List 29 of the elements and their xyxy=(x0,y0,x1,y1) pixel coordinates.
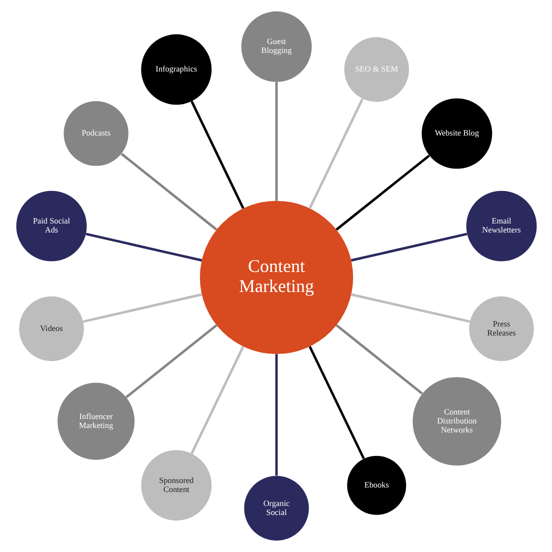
node-circle: Email Newsletters xyxy=(466,190,536,262)
node-circle: Podcasts xyxy=(63,101,128,166)
node-circle: SEO & SEM xyxy=(344,37,408,102)
connector xyxy=(190,100,244,209)
node-circle: Videos xyxy=(18,296,84,362)
connector xyxy=(190,346,244,454)
node-circle: Influencer Marketing xyxy=(57,382,134,460)
connector xyxy=(308,346,364,460)
node-circle: Sponsored Content xyxy=(140,450,212,521)
connector xyxy=(308,98,364,209)
connector xyxy=(125,324,217,398)
connector xyxy=(350,232,467,262)
node-circle: Guest Blogging xyxy=(240,11,312,82)
connector xyxy=(82,293,202,323)
connector xyxy=(335,324,422,395)
connector xyxy=(350,293,470,323)
connector xyxy=(274,82,278,201)
connector xyxy=(85,232,202,262)
node-circle: Organic Social xyxy=(244,476,308,541)
connector xyxy=(274,354,278,476)
node-circle: Press Releases xyxy=(468,296,534,362)
connector xyxy=(120,152,217,231)
node-circle: Paid Social Ads xyxy=(16,190,86,262)
node-circle: Content Distribution Networks xyxy=(412,377,501,466)
connector xyxy=(335,154,430,231)
node-circle: Infographics xyxy=(140,34,212,105)
node-circle: Ebooks xyxy=(346,456,406,515)
node-circle: Content Marketing xyxy=(199,200,353,354)
node-circle: Website Blog xyxy=(421,98,492,169)
